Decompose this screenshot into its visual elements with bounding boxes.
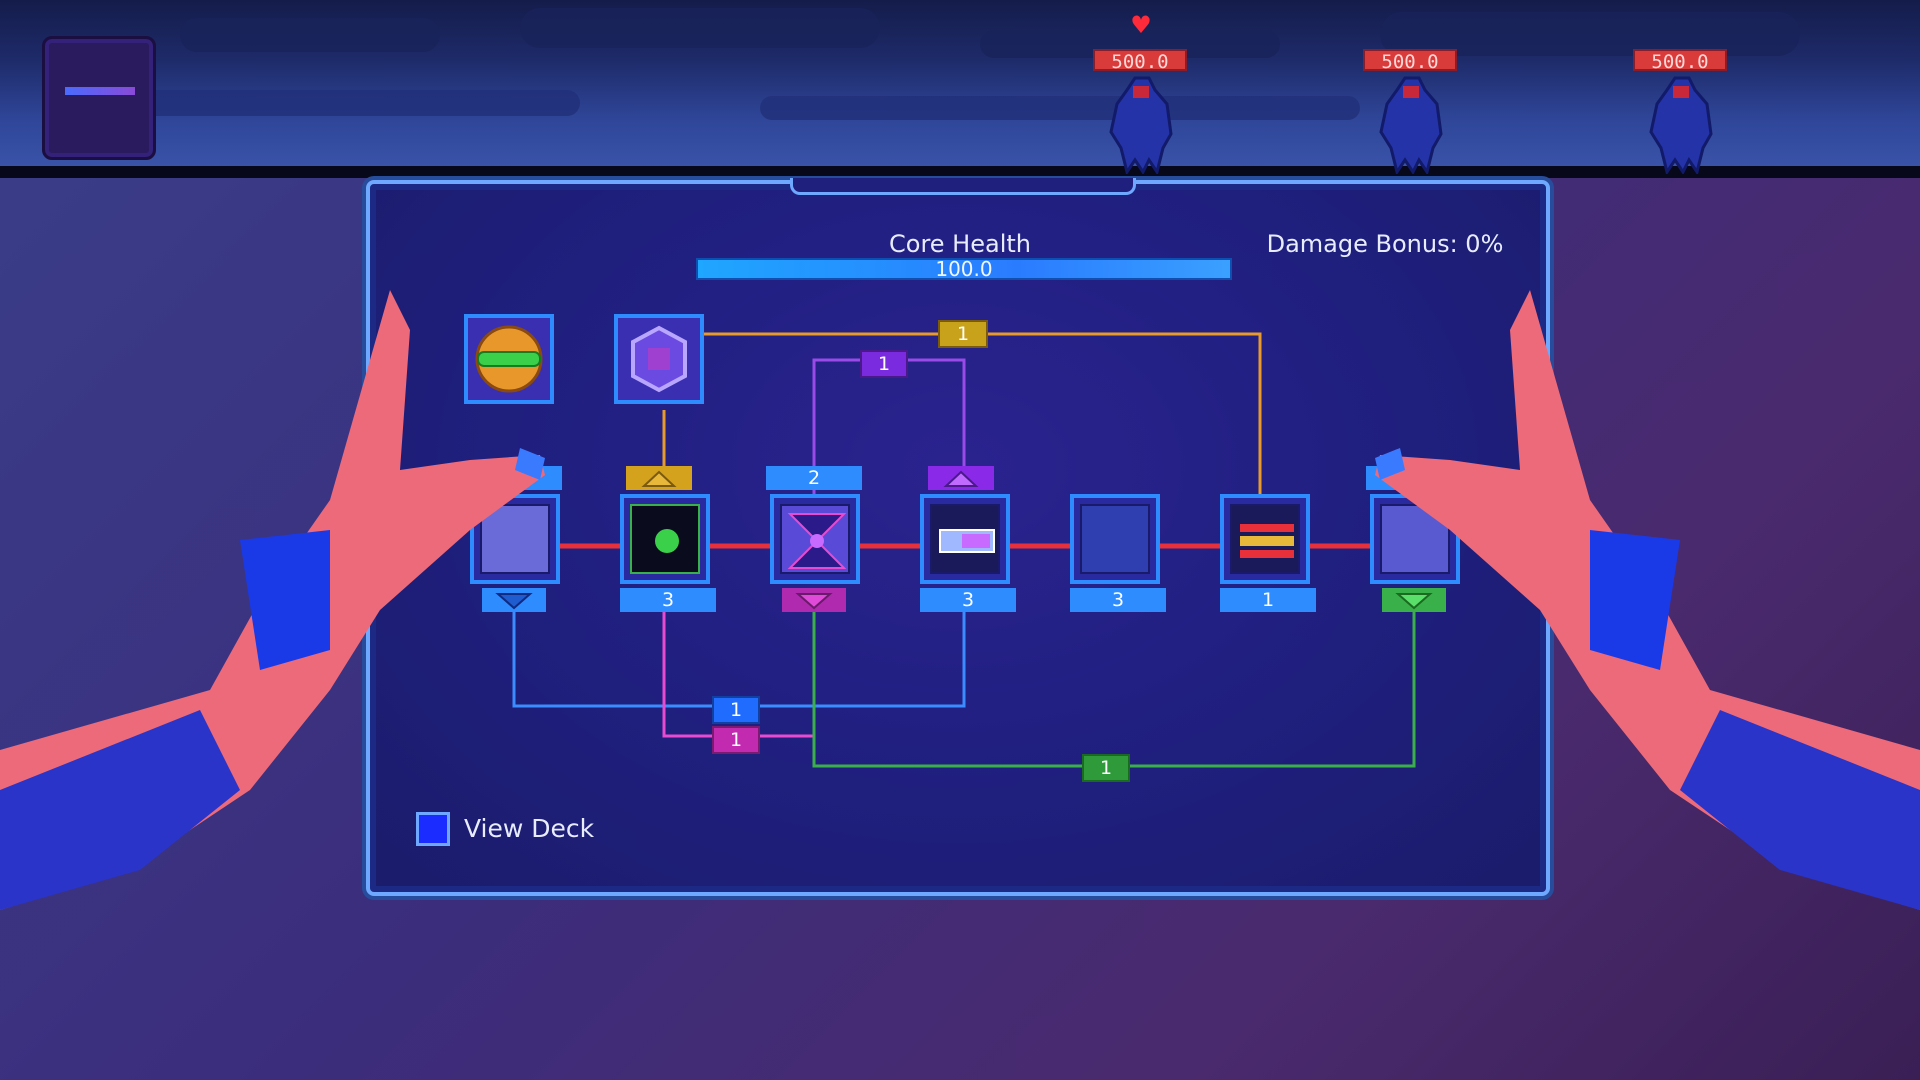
orange-lens-icon xyxy=(475,325,543,393)
chevron-up-icon xyxy=(943,470,979,487)
enemy-hp-label: 500.0 xyxy=(1363,49,1457,73)
core-health-bar xyxy=(696,258,1232,280)
slot-6-bottom: 1 xyxy=(1220,588,1316,612)
striped-panel-icon xyxy=(1240,524,1294,558)
hooded-enemy-icon xyxy=(1649,76,1713,174)
damage-bonus-label: Damage Bonus: 0% xyxy=(1266,230,1504,258)
target-heart-icon: ♥ xyxy=(1130,11,1152,39)
hooded-enemy-icon xyxy=(1379,76,1443,174)
hex-card[interactable] xyxy=(614,314,704,404)
enemy[interactable]: 500.0 xyxy=(1625,14,1735,174)
sky-divider xyxy=(0,166,1920,178)
panel-tab xyxy=(790,178,1136,195)
chevron-up-icon xyxy=(641,470,677,487)
left-hand xyxy=(0,290,545,910)
chain-slot-3[interactable] xyxy=(770,494,860,584)
chevron-down-icon xyxy=(495,593,533,610)
blue-link-tag: 1 xyxy=(712,696,760,724)
slot-3-top: 2 xyxy=(766,466,862,490)
core-health-value: 100.0 xyxy=(935,257,993,281)
chain-slot-5[interactable] xyxy=(1070,494,1160,584)
slot-2-bottom: 3 xyxy=(620,588,716,612)
view-deck-checkbox[interactable] xyxy=(416,812,450,846)
enemy[interactable]: ♥ 500.0 xyxy=(1085,11,1195,174)
slot-1-bottom xyxy=(482,588,546,612)
view-deck-label[interactable]: View Deck xyxy=(464,814,595,843)
enemy-hp-label: 500.0 xyxy=(1093,49,1187,73)
slot-4-top xyxy=(928,466,994,490)
chain-slot-4[interactable] xyxy=(920,494,1010,584)
chain-slot-6[interactable] xyxy=(1220,494,1310,584)
slot-3-bottom xyxy=(782,588,846,612)
burger-card[interactable] xyxy=(464,314,554,404)
blue-link-line xyxy=(512,594,966,708)
green-blob-icon xyxy=(655,529,679,553)
chevron-down-icon xyxy=(795,593,833,610)
sky-strip xyxy=(0,0,1920,172)
orange-link-line xyxy=(660,332,1262,504)
enemy[interactable]: 500.0 xyxy=(1355,14,1465,174)
slot-5-bottom: 3 xyxy=(1070,588,1166,612)
hooded-enemy-icon xyxy=(1109,76,1173,174)
core-health-label: Core Health xyxy=(889,230,1031,258)
green-link-tag: 1 xyxy=(1082,754,1130,782)
chain-slot-2[interactable] xyxy=(620,494,710,584)
item-slot[interactable] xyxy=(42,36,156,160)
magenta-link-tag: 1 xyxy=(712,726,760,754)
green-link-line xyxy=(812,594,1416,768)
chain-slot-1[interactable] xyxy=(470,494,560,584)
orange-link-tag: 1 xyxy=(938,320,988,348)
item-slot-bar xyxy=(65,87,135,95)
chevron-down-icon xyxy=(1395,593,1433,610)
enemy-hp-label: 500.0 xyxy=(1633,49,1727,73)
purple-hex-icon xyxy=(631,325,687,393)
hourglass-icon xyxy=(787,513,847,569)
slot-4-bottom: 3 xyxy=(920,588,1016,612)
deck-board-panel: Core Health 100.0 Damage Bonus: 0% 1 1 1… xyxy=(366,178,1550,896)
slot-7-bottom xyxy=(1382,588,1446,612)
slot-2-top xyxy=(626,466,692,490)
battery-icon xyxy=(939,529,995,553)
right-hand xyxy=(1375,290,1920,910)
purple-link-tag: 1 xyxy=(860,350,908,378)
